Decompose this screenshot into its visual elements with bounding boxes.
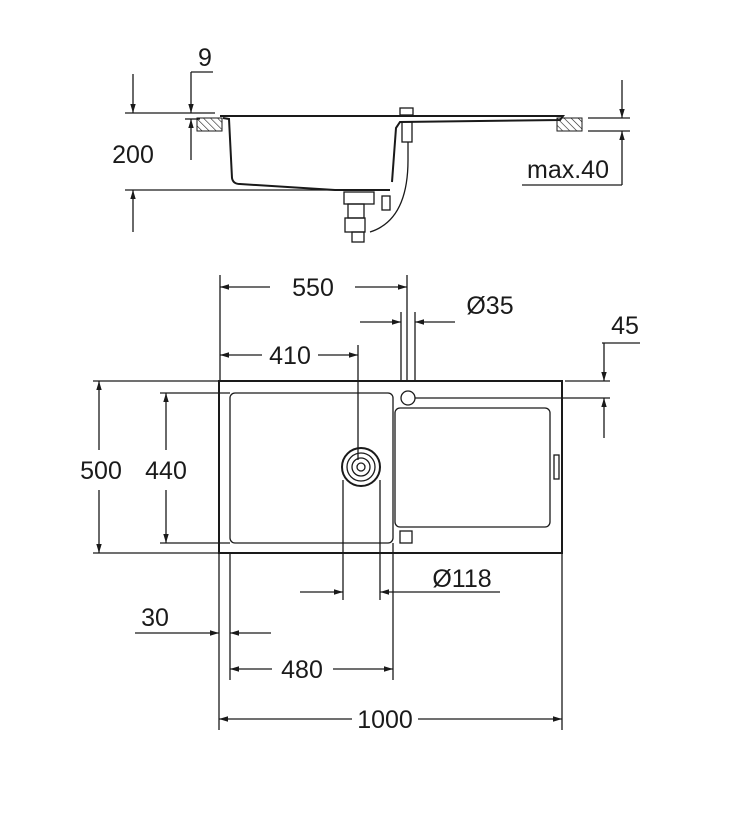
tap-hole xyxy=(400,390,416,406)
basin-profile xyxy=(222,117,390,191)
overflow-slot xyxy=(553,454,560,480)
bowl-outline xyxy=(229,392,394,544)
drain-outlet xyxy=(351,231,365,243)
dim-label-countertop: max.40 xyxy=(527,156,609,184)
dim-label-tap-position: 550 xyxy=(292,274,334,302)
dim-label-edge: 30 xyxy=(141,604,169,632)
overflow-fitting xyxy=(401,121,413,143)
overflow-square xyxy=(399,530,413,544)
dim-label-bowl-width: 440 xyxy=(145,457,187,485)
tap-nut xyxy=(399,107,414,116)
drain-connector xyxy=(344,217,366,233)
dim-label-rim-thickness: 9 xyxy=(198,44,212,72)
dim-label-tap-hole: Ø35 xyxy=(466,292,513,320)
countertop-left-section xyxy=(196,117,223,132)
countertop-right-section xyxy=(556,117,583,132)
dim-label-drain-position: 410 xyxy=(269,342,311,370)
drain-clip xyxy=(381,195,391,211)
side-view: 9 200 max.40 xyxy=(112,44,630,243)
sink-outline xyxy=(218,380,563,554)
dim-label-width: 500 xyxy=(80,457,122,485)
drain-trap xyxy=(347,203,365,219)
sink-rim-profile xyxy=(220,115,565,183)
drain-body xyxy=(343,191,375,205)
plan-view: 550 Ø35 410 45 500 440 xyxy=(80,274,640,734)
dim-label-depth: 200 xyxy=(112,141,154,169)
dim-label-tap-offset: 45 xyxy=(611,312,639,340)
dim-label-length: 1000 xyxy=(357,706,413,734)
dim-label-drain-hole: Ø118 xyxy=(432,565,491,593)
dim-label-bowl-length: 480 xyxy=(281,656,323,684)
drain-icon xyxy=(341,447,381,487)
overflow-hose xyxy=(369,142,409,233)
drainboard-outline xyxy=(394,407,551,528)
